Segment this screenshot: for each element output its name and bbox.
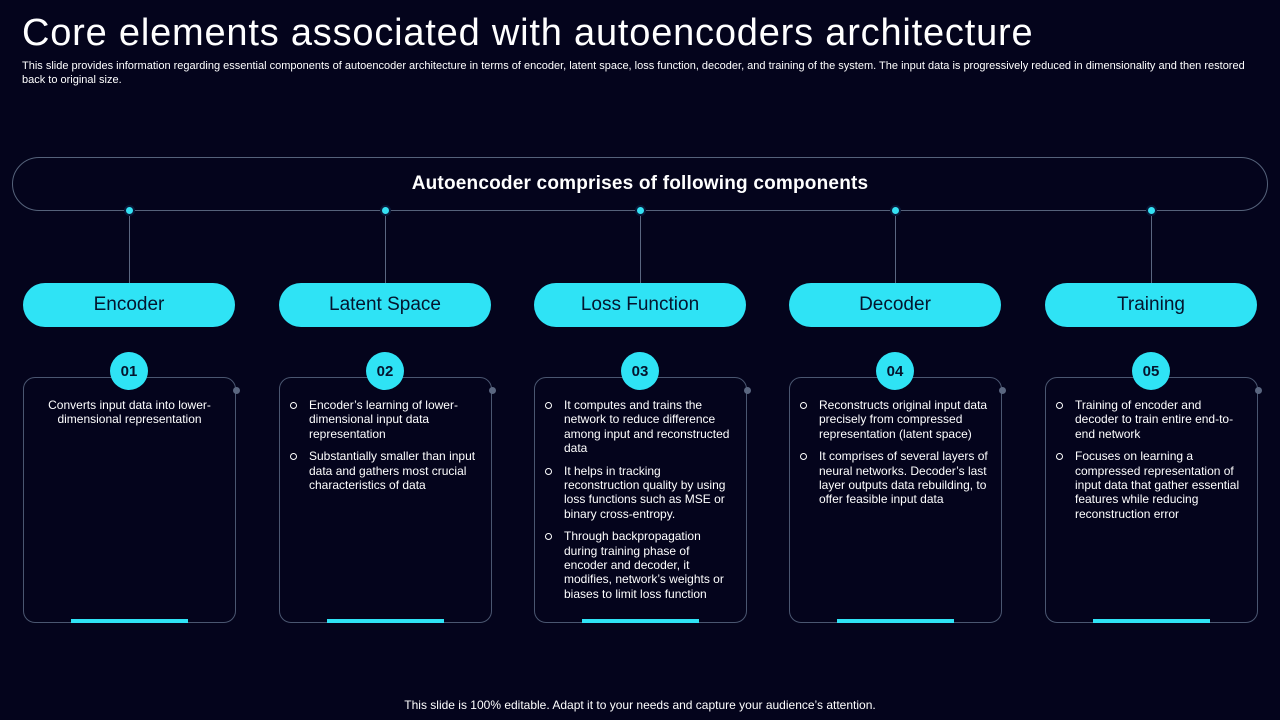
card-text: Converts input data into lower-dimension…: [48, 398, 211, 426]
bullet-circle-icon: [545, 467, 552, 475]
component-card-encoder: Converts input data into lower-dimension…: [23, 377, 240, 623]
bullet-text: Encoder’s learning of lower-dimensional …: [309, 398, 458, 441]
bullet-text: Training of encoder and decoder to train…: [1075, 398, 1234, 441]
component-card-decoder: Reconstructs original input data precise…: [789, 377, 1006, 623]
component-pill-encoder: Encoder: [23, 283, 235, 327]
component-card-latent-space: Encoder’s learning of lower-dimensional …: [279, 377, 496, 623]
connector-line: [640, 216, 641, 284]
bullet-text: Reconstructs original input data precise…: [819, 398, 988, 441]
component-card-training: Training of encoder and decoder to train…: [1045, 377, 1262, 623]
connector-dot: [379, 205, 391, 216]
bullet-list: Reconstructs original input data precise…: [800, 398, 991, 515]
bullet-item: Through backpropagation during training …: [545, 529, 736, 601]
bullet-item: It helps in tracking reconstruction qual…: [545, 464, 736, 522]
connector-dot: [889, 205, 901, 216]
bullet-text: It comprises of several layers of neural…: [819, 449, 988, 507]
bullet-item: Encoder’s learning of lower-dimensional …: [290, 398, 481, 441]
step-number-badge: 03: [621, 352, 659, 390]
bullet-circle-icon: [545, 402, 552, 409]
bullet-item: Training of encoder and decoder to train…: [1056, 398, 1247, 441]
bullet-item: Focuses on learning a compressed represe…: [1056, 449, 1247, 521]
component-pill-training: Training: [1045, 283, 1257, 327]
card-corner-dot: [744, 387, 751, 394]
connector-line: [1151, 216, 1152, 284]
card-accent-bar: [837, 619, 954, 623]
connector-line: [385, 216, 386, 284]
component-pill-loss-function: Loss Function: [534, 283, 746, 327]
bullet-circle-icon: [1056, 402, 1063, 409]
bullet-circle-icon: [545, 533, 552, 541]
bullet-item: It comprises of several layers of neural…: [800, 449, 991, 507]
slide-footer: This slide is 100% editable. Adapt it to…: [404, 698, 876, 712]
bullet-item: Reconstructs original input data precise…: [800, 398, 991, 441]
bullet-text: Substantially smaller than input data an…: [309, 449, 476, 493]
card-accent-bar: [582, 619, 699, 623]
slide-title: Core elements associated with autoencode…: [22, 12, 1034, 54]
connector-line: [895, 216, 896, 284]
bullet-circle-icon: [290, 453, 297, 461]
connector-line: [129, 216, 130, 284]
bullet-circle-icon: [290, 402, 297, 409]
step-number-badge: 05: [1132, 352, 1170, 390]
bullet-list: Encoder’s learning of lower-dimensional …: [290, 398, 481, 500]
bullet-item: It computes and trains the network to re…: [545, 398, 736, 456]
bullet-list: Training of encoder and decoder to train…: [1056, 398, 1247, 529]
bullet-text: Through backpropagation during training …: [564, 529, 724, 601]
bullet-list: It computes and trains the network to re…: [545, 398, 736, 609]
bullet-item: Substantially smaller than input data an…: [290, 449, 481, 492]
bullet-circle-icon: [1056, 453, 1063, 461]
connector-dot: [634, 205, 646, 216]
card-accent-bar: [71, 619, 188, 623]
card-corner-dot: [999, 387, 1006, 394]
banner-text: Autoencoder comprises of following compo…: [411, 173, 869, 194]
component-pill-latent-space: Latent Space: [279, 283, 491, 327]
bullet-text: It computes and trains the network to re…: [564, 398, 730, 456]
card-corner-dot: [489, 387, 496, 394]
card-corner-dot: [233, 387, 240, 394]
connector-dot: [123, 205, 135, 216]
card-accent-bar: [1093, 619, 1210, 623]
component-pill-decoder: Decoder: [789, 283, 1001, 327]
step-number-badge: 01: [110, 352, 148, 390]
bullet-text: It helps in tracking reconstruction qual…: [564, 463, 726, 521]
step-number-badge: 04: [876, 352, 914, 390]
bullet-circle-icon: [800, 402, 807, 409]
components-banner: Autoencoder comprises of following compo…: [12, 157, 1268, 211]
bullet-text: Focuses on learning a compressed represe…: [1075, 449, 1240, 521]
slide-subtitle: This slide provides information regardin…: [22, 60, 1245, 86]
connector-dot: [1145, 205, 1157, 216]
component-card-loss-function: It computes and trains the network to re…: [534, 377, 751, 623]
bullet-circle-icon: [800, 453, 807, 461]
card-corner-dot: [1255, 387, 1262, 394]
step-number-badge: 02: [366, 352, 404, 390]
card-accent-bar: [327, 619, 444, 623]
